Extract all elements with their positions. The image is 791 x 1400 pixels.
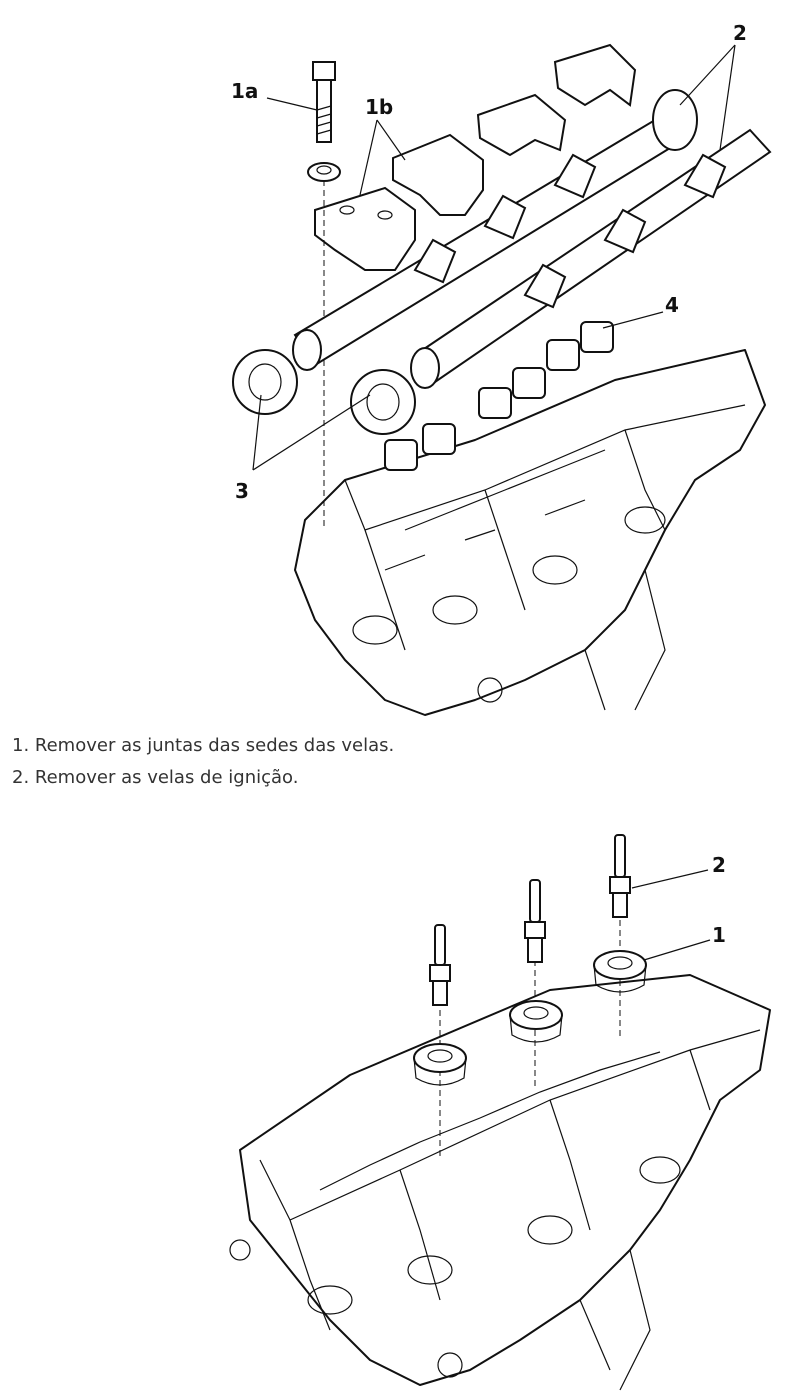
cylinder-head-drawing <box>294 349 766 716</box>
spark-plug-drawing <box>429 834 631 1006</box>
callout-1: 1 <box>712 923 726 947</box>
callout-1a: 1a <box>231 79 258 103</box>
instruction-list: 1. Remover as juntas das sedes das velas… <box>12 730 394 794</box>
camshaft-drawing <box>292 89 772 389</box>
tappet-drawing <box>384 321 614 471</box>
camshaft-exploded-diagram: 1a 1b 2 3 4 <box>225 10 780 722</box>
cylinder-head-drawing <box>229 974 771 1391</box>
callout-3: 3 <box>235 479 249 503</box>
instruction-step-2: 2. Remover as velas de ignição. <box>12 767 299 788</box>
spark-plug-removal-diagram: 2 1 <box>220 830 780 1395</box>
bearing-cap-drawing <box>314 43 637 271</box>
leader-line <box>631 869 709 889</box>
callout-1b: 1b <box>365 95 393 119</box>
oil-seal-drawing <box>232 349 416 435</box>
instruction-step-1: 1. Remover as juntas das sedes das velas… <box>12 735 395 756</box>
leader-line <box>643 939 711 961</box>
spark-plug-seal-drawing <box>413 950 647 1086</box>
callout-2: 2 <box>712 853 726 877</box>
callout-2: 2 <box>733 21 747 45</box>
callout-4: 4 <box>665 293 679 317</box>
bolt-drawing <box>307 61 341 182</box>
leader-lines <box>252 44 736 471</box>
